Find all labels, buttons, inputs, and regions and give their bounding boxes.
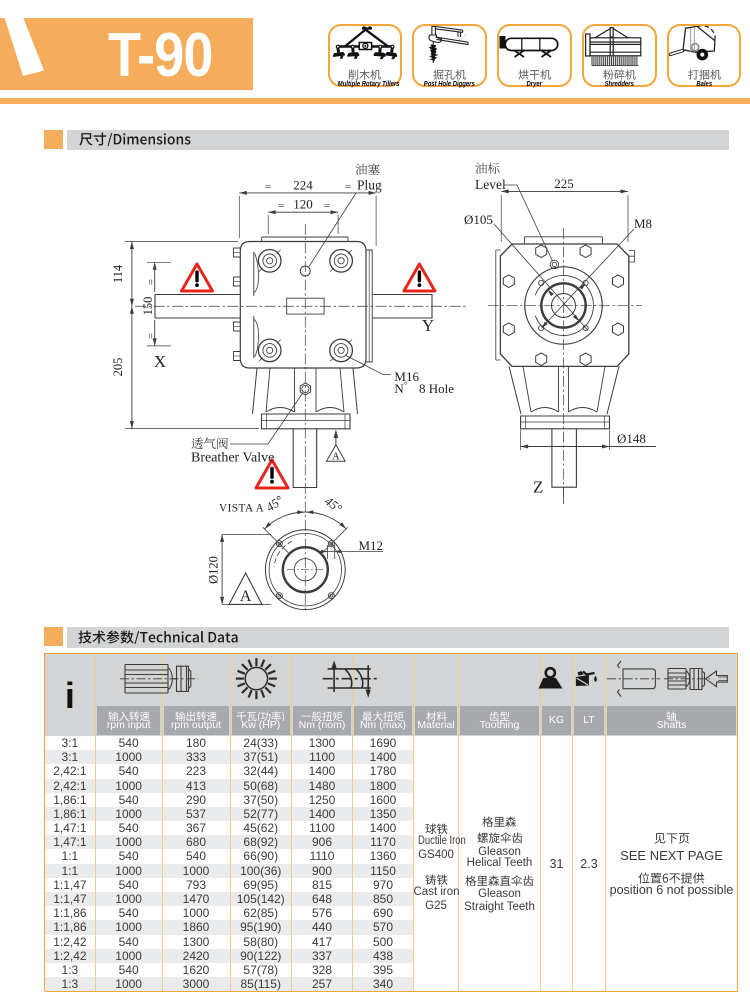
svg-text:224: 224: [293, 178, 313, 193]
svg-text:Y: Y: [422, 316, 434, 335]
svg-text:8 Hole: 8 Hole: [419, 381, 454, 396]
svg-text:Level: Level: [475, 177, 506, 192]
svg-text:=: =: [265, 181, 271, 193]
svg-text:Ø105: Ø105: [464, 212, 493, 227]
svg-text:N: N: [394, 381, 404, 396]
svg-text:Ø148: Ø148: [617, 431, 646, 446]
svg-text:=: =: [324, 200, 330, 212]
svg-text:M12: M12: [359, 538, 384, 553]
svg-text:M8: M8: [634, 216, 652, 231]
svg-text:205: 205: [111, 358, 125, 377]
svg-text:X: X: [154, 352, 166, 371]
svg-text:M16: M16: [394, 369, 419, 384]
svg-text:Z: Z: [533, 478, 543, 497]
svg-text:A: A: [332, 452, 340, 463]
svg-text:Breather Valve: Breather Valve: [191, 451, 274, 466]
svg-text:114: 114: [111, 264, 125, 283]
svg-text:Plug: Plug: [357, 178, 382, 193]
svg-text:150: 150: [141, 297, 155, 316]
svg-text:=: =: [146, 279, 158, 285]
svg-text:120: 120: [293, 197, 313, 212]
svg-text:Ø120: Ø120: [207, 556, 221, 584]
svg-text:225: 225: [554, 176, 574, 191]
svg-text:=: =: [146, 333, 158, 339]
svg-text:45°: 45°: [263, 493, 285, 515]
svg-text:VISTA A: VISTA A: [219, 503, 264, 515]
svg-text:°: °: [404, 380, 408, 390]
svg-text:45°: 45°: [322, 494, 344, 516]
svg-text:A: A: [240, 588, 252, 605]
svg-text:=: =: [278, 200, 284, 212]
svg-text:=: =: [345, 181, 351, 193]
